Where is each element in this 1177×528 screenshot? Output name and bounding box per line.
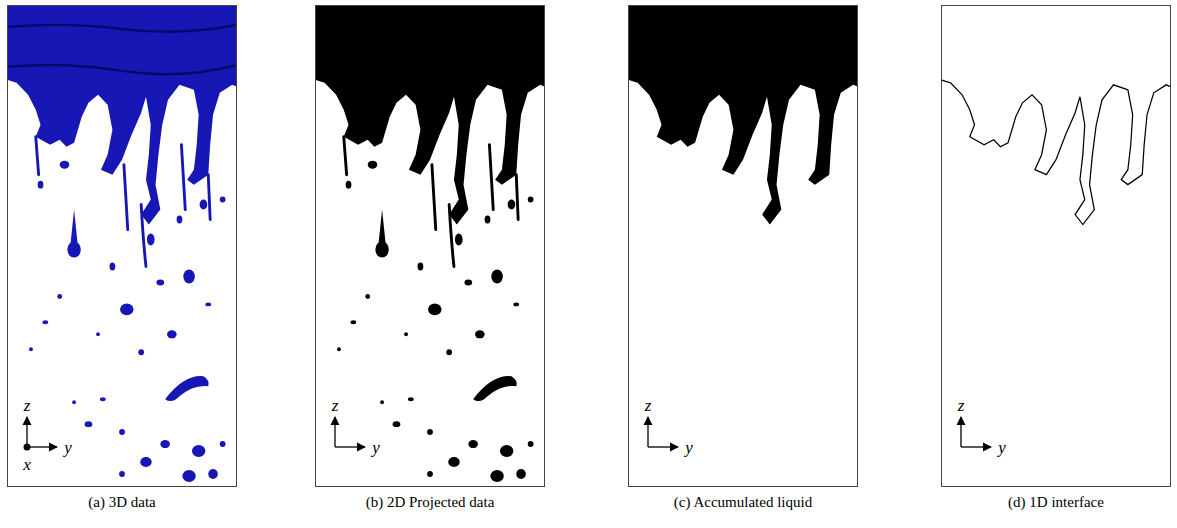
axis-label: y xyxy=(685,439,693,456)
axis-label: z xyxy=(24,397,31,414)
liquid-3d xyxy=(7,5,237,482)
axis-label: z xyxy=(332,397,339,414)
axis-label: z xyxy=(958,397,965,414)
panel-caption: (c) Accumulated liquid xyxy=(609,494,877,511)
axis-triad xyxy=(24,417,58,451)
axis-label: z xyxy=(645,397,652,414)
panel-caption: (b) 2D Projected data xyxy=(296,494,564,511)
axis-label: x xyxy=(23,456,31,473)
figure-panel: (c) Accumulated liquid xyxy=(628,5,858,487)
axis-triad xyxy=(335,417,365,447)
interface-line xyxy=(941,80,1171,225)
axis-label: y xyxy=(998,439,1006,456)
axis-label: y xyxy=(64,439,72,456)
figure-panel: (d) 1D interface xyxy=(941,5,1171,487)
axis-triad xyxy=(961,417,991,447)
panel-caption: (a) 3D data xyxy=(0,494,256,511)
axis-label: y xyxy=(372,439,380,456)
liquid-accumulated xyxy=(628,5,858,225)
figure-panel: (b) 2D Projected data xyxy=(315,5,545,487)
liquid-projected xyxy=(315,5,545,482)
axis-triad xyxy=(648,417,678,447)
panel-caption: (d) 1D interface xyxy=(922,494,1177,511)
figure-panel: (a) 3D data xyxy=(7,5,237,487)
